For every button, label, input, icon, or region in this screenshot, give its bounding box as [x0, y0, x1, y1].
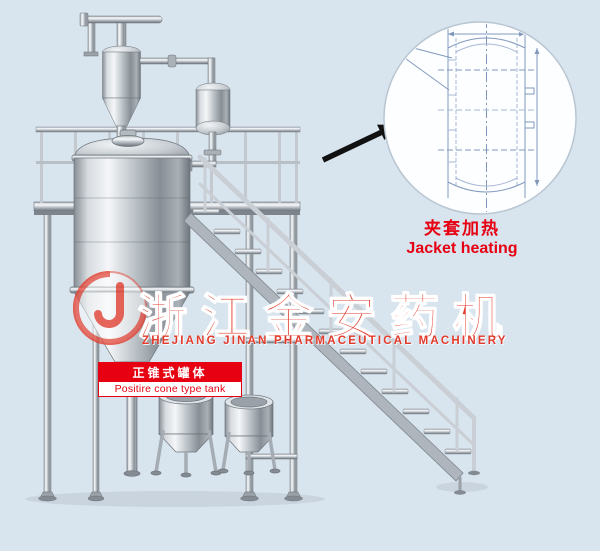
jacket-detail-inset: [383, 21, 577, 215]
staircase: [183, 154, 480, 495]
tank-type-label: 正锥式罐体 Positire cone type tank: [98, 362, 242, 397]
tank-type-label-cn: 正锥式罐体: [99, 363, 241, 382]
receiver-tank-left: [150, 387, 222, 478]
jacket-heating-callout: 夹套加热 Jacket heating: [372, 218, 552, 259]
buffer-vessel: [185, 82, 231, 172]
jacket-heating-label-en: Jacket heating: [406, 240, 518, 258]
support-frame: [38, 211, 303, 502]
condenser-assembly: [79, 12, 216, 157]
receiver-tanks: [150, 387, 281, 478]
jacket-heating-label-cn: 夹套加热: [424, 219, 500, 238]
tank-type-label-en: Positire cone type tank: [114, 383, 226, 395]
receiver-tank-right: [217, 394, 281, 476]
stair-railing: [197, 154, 477, 494]
